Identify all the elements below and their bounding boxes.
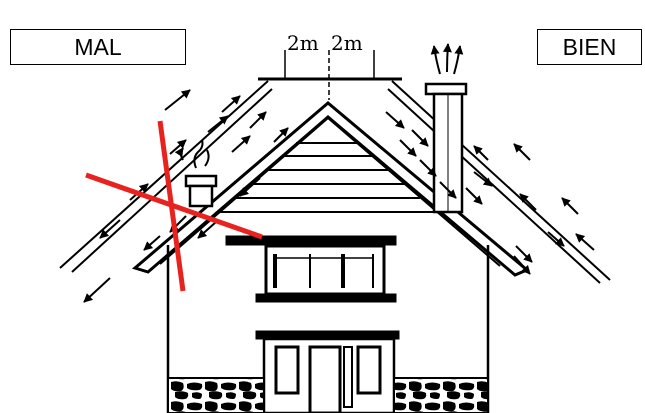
- smoke-arrows: [430, 43, 464, 75]
- foundation-left: [167, 377, 265, 413]
- wrong-label: MAL: [10, 29, 186, 65]
- dimension-marker: 2m 2m: [258, 31, 402, 100]
- wrong-cross-mark: [85, 120, 263, 292]
- dimension-left-label: 2m: [287, 31, 319, 55]
- dimension-right-label: 2m: [331, 31, 363, 55]
- gable-siding: [218, 142, 436, 213]
- roof: [59, 80, 611, 284]
- entrance: [255, 330, 400, 413]
- wind-arrows-right: [385, 111, 595, 275]
- smoke-swirl: [174, 139, 210, 169]
- upper-window: [225, 235, 397, 303]
- foundation-right: [393, 377, 489, 413]
- wind-arrows-left: [83, 89, 289, 303]
- right-label: BIEN: [537, 29, 642, 65]
- short-chimney: [184, 174, 218, 208]
